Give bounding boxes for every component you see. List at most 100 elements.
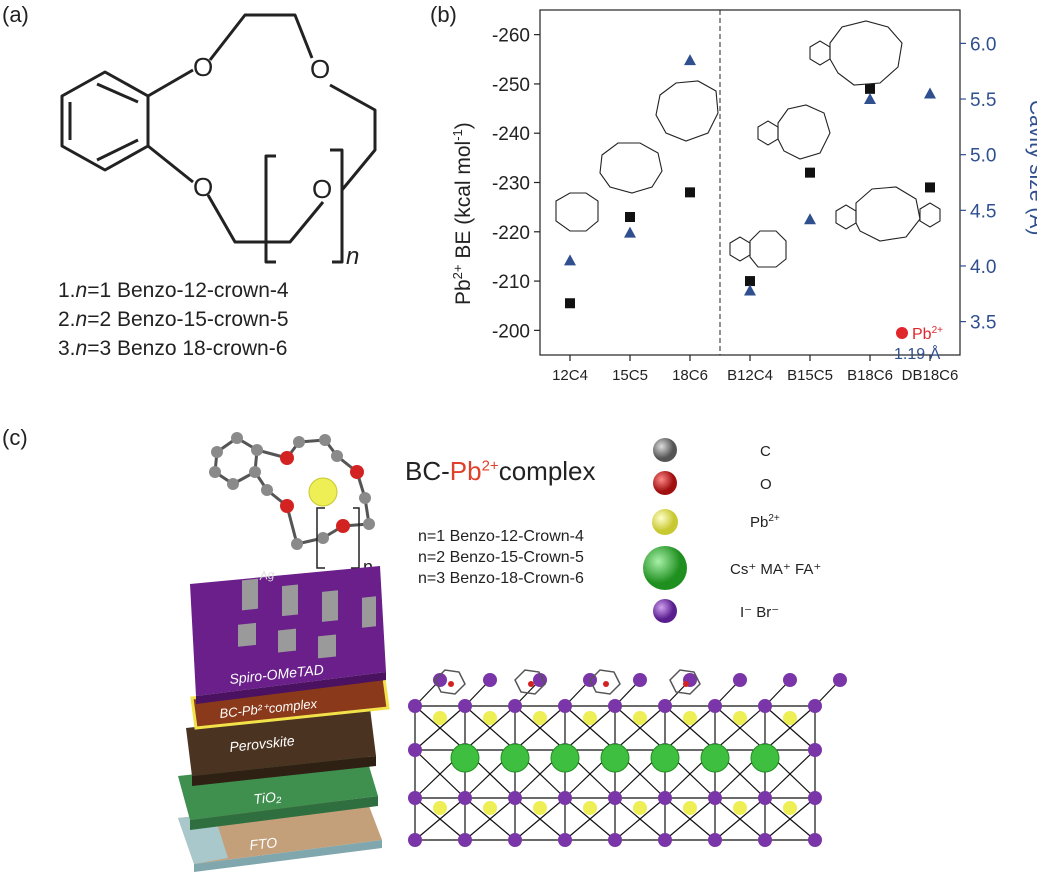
layer-tio2-label: TiO₂ <box>253 788 283 807</box>
lead-atom <box>583 801 597 815</box>
halide-atom <box>458 833 472 847</box>
halide-atom <box>633 673 647 687</box>
cavity-size-point <box>744 284 756 296</box>
layer-fto-label: FTO <box>249 834 278 853</box>
n-list-item: n=2 Benzo-15-Crown-5 <box>418 549 584 566</box>
y-left-tick-label: -250 <box>492 75 530 96</box>
oxygen-label: O <box>312 174 332 204</box>
binding-energy-point <box>565 298 575 309</box>
crown-item-3: 3.n=3 Benzo 18-crown-6 <box>58 337 288 360</box>
x-tick-label: B12C4 <box>727 367 773 384</box>
halide-atom <box>558 791 572 805</box>
surface-oxygen <box>448 681 454 687</box>
crown-sketch-db18c6 <box>835 186 941 242</box>
x-tick-label: 15C5 <box>612 367 648 384</box>
halide-atom <box>733 673 747 687</box>
halide-atom <box>408 791 422 805</box>
binding-energy-point <box>865 83 875 94</box>
lead-atom <box>633 801 647 815</box>
halide-legend-ball <box>653 599 677 623</box>
halide-atom <box>808 833 822 847</box>
layer-perovskite-label: Perovskite <box>229 732 296 755</box>
halide-atom <box>533 673 547 687</box>
binding-energy-point <box>745 276 755 287</box>
oxygen-label: O <box>310 54 330 84</box>
lead-atom <box>533 711 547 725</box>
bc-pb-complex-model: n <box>209 432 375 577</box>
binding-energy-point <box>625 212 635 222</box>
n-list-item: n=3 Benzo-18-Crown-6 <box>418 570 584 587</box>
halide-atom <box>758 833 772 847</box>
halide-atom <box>658 791 672 805</box>
crown-ether-list: 1.n=1 Benzo-12-crown-4 2.n=2 Benzo-15-cr… <box>58 276 289 363</box>
y-right-tick-label: 6.0 <box>970 34 996 55</box>
halide-atom <box>608 833 622 847</box>
legend-pb-dot <box>896 327 908 339</box>
y-right-tick-label: 4.0 <box>970 257 996 278</box>
halide-atom <box>508 833 522 847</box>
halide-atom <box>458 699 472 713</box>
cation-atom <box>450 743 480 773</box>
cavity-size-point <box>624 226 636 238</box>
perovskite-lattice <box>408 669 847 847</box>
halide-atom <box>508 791 522 805</box>
legend-size-label: 1.19 Å <box>894 344 941 363</box>
surface-crown-complex <box>589 669 621 695</box>
legend-pb-label: Pb2+ <box>750 513 780 531</box>
y-right-tick-label: 5.5 <box>970 90 996 111</box>
y-right-tick-label: 4.5 <box>970 201 996 222</box>
lead-atom <box>433 801 447 815</box>
y-left-tick-label: -240 <box>492 124 530 145</box>
halide-atom <box>508 699 522 713</box>
crown-sketch-b12c4 <box>729 230 787 268</box>
y-left-tick-label: -220 <box>492 223 530 244</box>
cation-atom <box>500 743 530 773</box>
complex-n-label: n <box>363 557 373 577</box>
x-tick-label: B18C6 <box>847 367 893 384</box>
crown-sketch-12c4 <box>555 192 599 232</box>
lead-legend-ball <box>652 509 678 535</box>
crown-sketch-18c6 <box>655 80 719 142</box>
halide-atom <box>658 699 672 713</box>
halide-atom <box>833 673 847 687</box>
halide-atom <box>658 833 672 847</box>
halide-atom <box>708 833 722 847</box>
lead-atom <box>683 711 697 725</box>
binding-energy-point <box>925 182 935 193</box>
legend-pb-label: Pb2+ <box>912 325 943 343</box>
atom-legend: C O Pb2+ Cs⁺ MA⁺ FA⁺ I⁻ Br⁻ <box>643 438 821 623</box>
surface-crown-complex <box>434 669 466 695</box>
crown-sketch-b15c5 <box>757 104 831 160</box>
legend-c-label: C <box>760 443 771 460</box>
x-tick-label: 12C4 <box>552 367 588 384</box>
lead-atom <box>533 801 547 815</box>
lead-atom <box>483 801 497 815</box>
halide-atom <box>408 833 422 847</box>
lead-atom <box>783 711 797 725</box>
cation-atom <box>750 743 780 773</box>
n-list-item: n=1 Benzo-12-Crown-4 <box>418 528 584 545</box>
x-tick-label: 18C6 <box>672 367 708 384</box>
cation-atom <box>600 743 630 773</box>
y-right-tick-label: 3.5 <box>970 313 996 334</box>
cation-atom <box>550 743 580 773</box>
cation-atom <box>650 743 680 773</box>
y-right-tick-label: 5.0 <box>970 146 996 167</box>
cavity-size-point <box>684 54 696 66</box>
halide-atom <box>758 699 772 713</box>
binding-energy-point <box>805 167 815 178</box>
halide-atom <box>458 791 472 805</box>
binding-energy-point <box>685 187 695 198</box>
oxygen-label: O <box>193 172 213 202</box>
halide-atom <box>483 673 497 687</box>
lead-atom <box>633 711 647 725</box>
lead-atom <box>483 711 497 725</box>
crown-item-1: 1.n=1 Benzo-12-crown-4 <box>58 279 289 302</box>
halide-atom <box>808 791 822 805</box>
plot-frame <box>539 9 961 356</box>
panel-label-a: (a) <box>2 2 29 27</box>
device-stack: FTO TiO₂ Perovskite BC-Pb²⁺complex Spiro… <box>178 566 390 872</box>
halide-atom <box>558 699 572 713</box>
crown-sketch-15c5 <box>599 142 663 194</box>
panel-label-b: (b) <box>430 2 457 27</box>
